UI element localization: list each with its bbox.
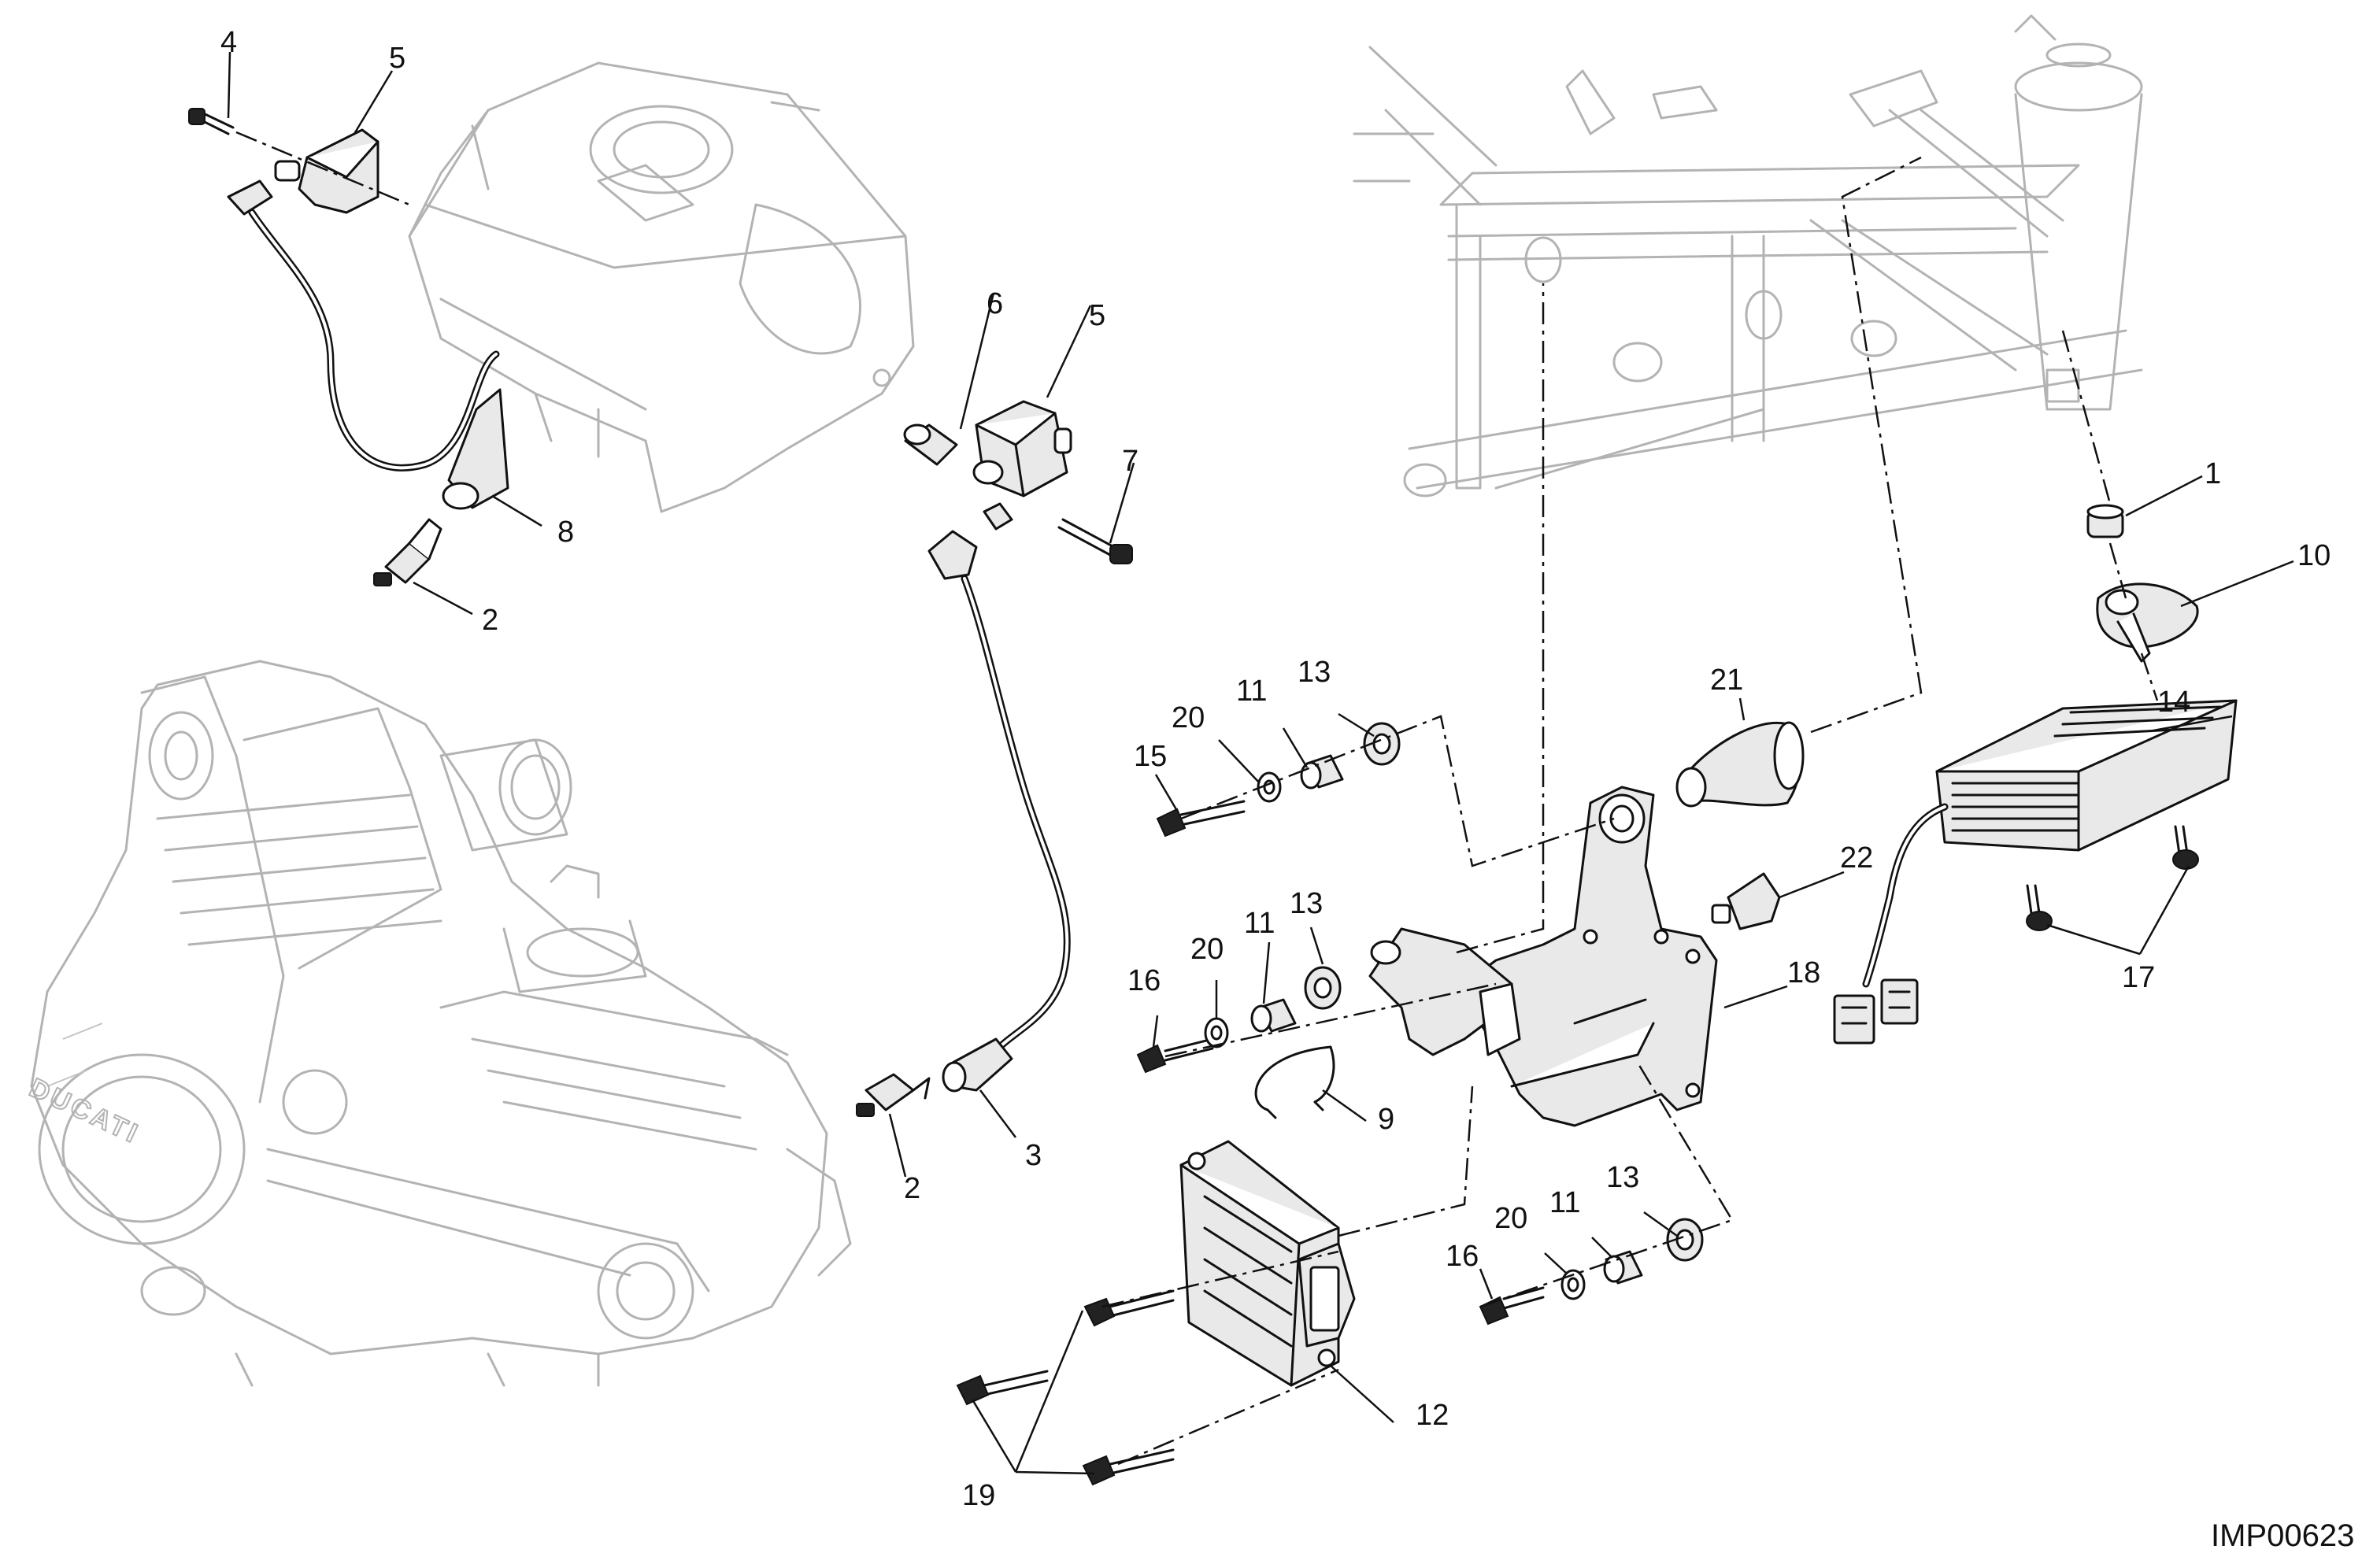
callout-16-middle: 16	[1127, 964, 1161, 997]
bolt-7	[1057, 518, 1133, 564]
regulator-wiring	[1862, 803, 1949, 988]
callout-11-top: 11	[1236, 675, 1267, 708]
spark-plug-2-front	[373, 518, 442, 586]
screw-4	[188, 108, 235, 135]
frame-ghost	[1353, 14, 2143, 497]
callout-labels: 1 2 2 3 4 5 5 6 7 8 9 10 11 11 11 12 13 …	[220, 26, 2331, 1512]
fastener-stack-middle	[1136, 966, 1342, 1074]
ht-lead-rear-inner	[963, 577, 1069, 1048]
rubber-grommet-22	[1711, 872, 1781, 930]
callout-1: 1	[2205, 457, 2221, 490]
rubber-mount-10	[2096, 582, 2199, 663]
spacer-21	[1675, 721, 1805, 808]
regulator-connectors	[1833, 978, 1919, 1045]
callout-2-front: 2	[482, 604, 498, 637]
bracket-arm	[1368, 927, 1521, 1056]
bush-1	[2086, 504, 2124, 538]
bracket-18	[1463, 786, 1718, 1127]
callout-6: 6	[987, 287, 1003, 320]
bolts-19	[956, 1289, 1175, 1486]
callout-10: 10	[2297, 539, 2331, 572]
callout-8: 8	[557, 516, 574, 549]
screws-17	[2026, 825, 2199, 931]
callout-11-bottom: 11	[1549, 1186, 1580, 1219]
callout-18: 18	[1787, 956, 1820, 989]
sleeve-6	[903, 423, 958, 466]
callout-5-front: 5	[389, 42, 405, 75]
ht-lead-rear	[961, 575, 1071, 1051]
spark-plug-cap-3	[942, 1037, 1013, 1093]
spark-plug-cap-front	[227, 179, 273, 216]
callout-4: 4	[220, 26, 237, 59]
callout-20-middle: 20	[1190, 933, 1224, 966]
callout-3: 3	[1025, 1139, 1042, 1172]
airbox-ghost	[408, 61, 915, 513]
ht-lead-front-inner	[250, 211, 498, 470]
leader-lines	[227, 51, 2294, 1475]
engine-brand-lettering: DUCATI	[25, 1073, 145, 1150]
fastener-stack-top	[1156, 722, 1401, 838]
spark-plug-2-rear	[856, 1073, 931, 1117]
callout-15: 15	[1134, 740, 1167, 773]
diagram-reference-code: IMP00623	[2211, 1518, 2354, 1553]
callout-13-top: 13	[1298, 656, 1331, 689]
callout-11-middle: 11	[1244, 907, 1275, 940]
callout-22: 22	[1840, 841, 1873, 875]
spark-plug-cap-8	[442, 388, 509, 510]
callout-14: 14	[2157, 686, 2190, 719]
callout-2-rear: 2	[904, 1172, 920, 1205]
callout-19: 19	[962, 1479, 995, 1512]
callout-7: 7	[1122, 445, 1138, 478]
callout-20-top: 20	[1172, 701, 1205, 734]
spark-plug-cap-rear	[927, 530, 978, 580]
callout-17: 17	[2122, 961, 2155, 994]
ignition-coil-front	[274, 128, 379, 214]
callout-5-rear: 5	[1089, 299, 1105, 332]
callout-12: 12	[1416, 1399, 1449, 1432]
callout-21: 21	[1710, 664, 1743, 697]
callout-20-bottom: 20	[1494, 1202, 1527, 1235]
callout-13-bottom: 13	[1606, 1161, 1639, 1194]
callout-9: 9	[1378, 1103, 1394, 1136]
callout-13-middle: 13	[1290, 887, 1323, 920]
clip-9	[1254, 1045, 1335, 1119]
assembly-lines	[235, 131, 2159, 1466]
regulator-wiring-inner	[1864, 805, 1946, 986]
ignition-coil-rear	[972, 400, 1072, 531]
ecu-12	[1179, 1140, 1356, 1387]
callout-16-bottom: 16	[1446, 1240, 1479, 1273]
engine-ghost	[30, 660, 852, 1387]
